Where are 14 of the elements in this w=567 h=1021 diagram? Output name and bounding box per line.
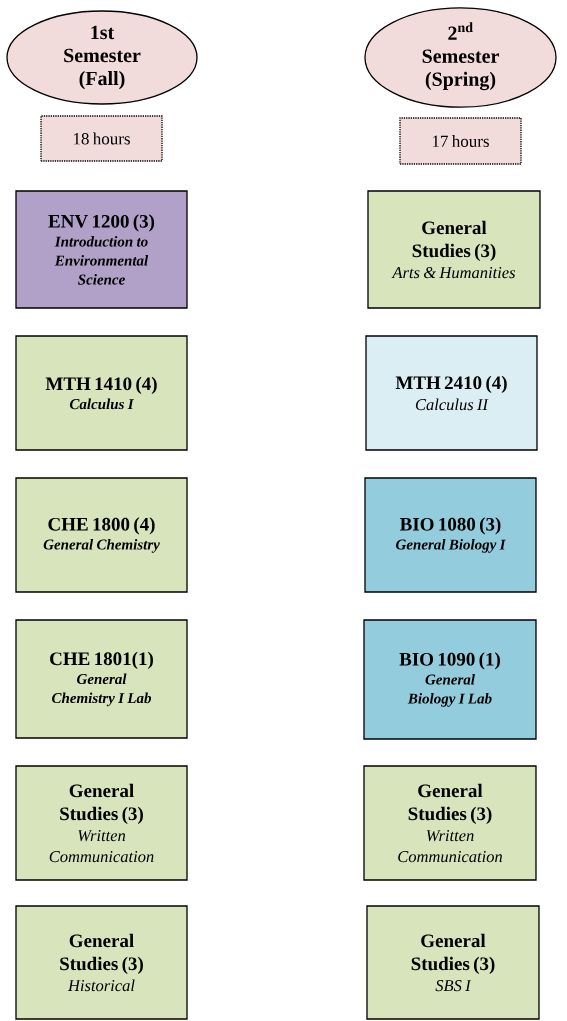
course-box: General Studies (3) Written Communication	[363, 765, 537, 881]
course-box: General Studies (3) Written Communication	[15, 765, 188, 881]
course-box: CHE 1801(1) General Chemistry I Lab	[15, 619, 188, 739]
course-box: ENV 1200 (3) Introduction to Environmental Science	[15, 190, 188, 309]
course-box: General Studies (3) Arts & Humanities	[367, 190, 541, 309]
course-box: MTH 2410 (4) Calculus II	[365, 335, 538, 451]
course-box: CHE 1800 (4) General Chemistry	[15, 477, 188, 593]
hours-box: 18 hours	[40, 115, 163, 162]
course-box: General Studies (3) Historical	[15, 905, 188, 1020]
course-box: BIO 1090 (1) General Biology I Lab	[363, 619, 537, 740]
course-box: General Studies (3) SBS I	[366, 905, 540, 1020]
course-box: BIO 1080 (3) General Biology I	[364, 477, 537, 593]
hours-box: 17 hours	[399, 117, 522, 165]
course-box: MTH 1410 (4) Calculus I	[15, 335, 188, 451]
